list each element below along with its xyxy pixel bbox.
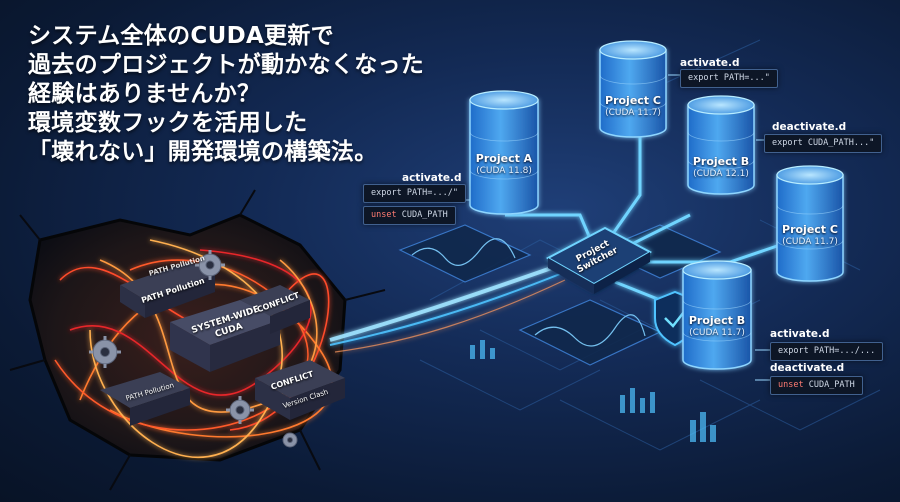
- activate-hook-title: activate.d: [770, 328, 830, 340]
- deactivate-hook-title: deactivate.d: [770, 362, 845, 374]
- headline-line: 「壊れない」開発環境の構築法。: [28, 139, 378, 165]
- activate-code: export PATH=.../...: [770, 342, 884, 361]
- project-name: Project B: [692, 155, 750, 168]
- cylinder-rings: [469, 74, 844, 342]
- code-text: CUDA_PATH: [396, 210, 448, 220]
- bar-graphics: [470, 340, 716, 442]
- project-name: Project C: [605, 94, 661, 107]
- deactivate-hook-title: deactivate.d: [772, 121, 847, 133]
- project-switcher-chip: [545, 226, 653, 294]
- unset-code: unset CUDA_PATH: [363, 206, 456, 225]
- project-a-label: Project A (CUDA 11.8): [469, 152, 539, 178]
- project-b-bottom-label: Project B (CUDA 11.7): [682, 314, 752, 340]
- unset-code: unset CUDA_PATH: [770, 376, 863, 395]
- activate-hook-title: activate.d: [402, 172, 462, 184]
- code-keyword: unset: [371, 210, 397, 220]
- energy-beam: [329, 263, 566, 353]
- project-c-top-label: Project C (CUDA 11.7): [598, 94, 668, 120]
- headline-line: 環境変数フックを活用した: [28, 110, 308, 136]
- activate-hook-title: activate.d: [680, 57, 740, 69]
- chaos-blocks: [100, 262, 345, 426]
- activate-code: export PATH=...": [680, 69, 778, 88]
- database-cylinder: [469, 49, 844, 370]
- project-cuda-version: (CUDA 11.8): [476, 166, 532, 176]
- project-b-top-label: Project B (CUDA 12.1): [686, 155, 756, 181]
- project-cuda-version: (CUDA 12.1): [693, 169, 749, 179]
- headline: システム全体のCUDA更新で 過去のプロジェクトが動かなくなった 経験はありませ…: [28, 22, 424, 167]
- project-name: Project A: [475, 152, 533, 165]
- activate-code: export PATH=.../": [363, 184, 466, 203]
- circuit-traces-background: [419, 39, 881, 451]
- project-cuda-version: (CUDA 11.7): [605, 108, 661, 118]
- gear-teeth: [89, 250, 254, 424]
- project-cuda-version: (CUDA 11.7): [782, 237, 838, 247]
- database-cylinder-top: [469, 40, 844, 280]
- project-cuda-version: (CUDA 11.7): [689, 328, 745, 338]
- project-name: Project C: [782, 223, 838, 236]
- deactivate-code: export CUDA_PATH...": [764, 134, 883, 153]
- code-text: CUDA_PATH: [803, 380, 855, 390]
- headline-line: システム全体のCUDA更新で: [28, 23, 334, 49]
- headline-line: 過去のプロジェクトが動かなくなった: [28, 52, 425, 78]
- code-keyword: unset: [778, 380, 804, 390]
- project-c-right-label: Project C (CUDA 11.7): [775, 223, 845, 249]
- headline-line: 経験はありませんか？: [28, 81, 261, 107]
- project-name: Project B: [688, 314, 746, 327]
